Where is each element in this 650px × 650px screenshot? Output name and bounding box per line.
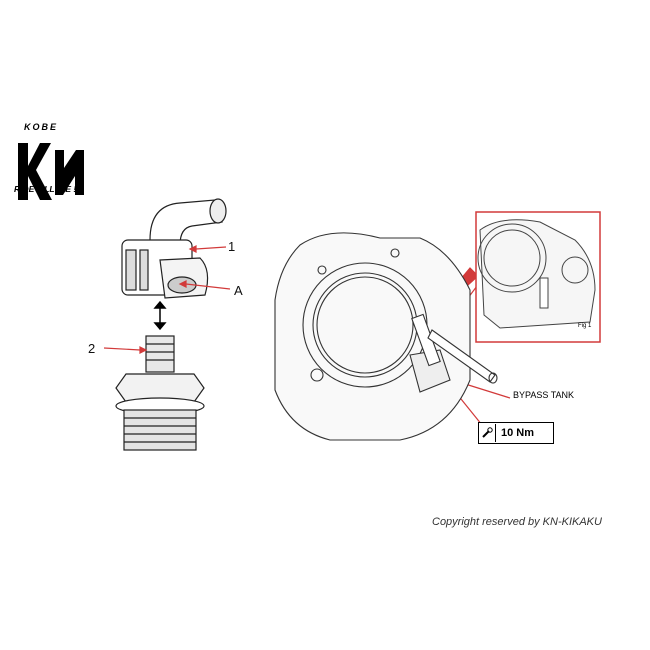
logo-tagline: RIDE TILL DIE !! <box>14 184 80 194</box>
wrench-icon <box>479 424 496 442</box>
kn-logo: KOBE RIDE TILL DIE !! <box>14 122 86 202</box>
logo-top-text: KOBE <box>24 122 59 132</box>
part-label-a: A <box>234 283 243 298</box>
connect-arrow <box>153 300 167 331</box>
part-label-2: 2 <box>88 341 96 356</box>
torque-value: 10 Nm <box>501 427 535 439</box>
part-label-1: 1 <box>228 239 236 254</box>
inset-caption: Fig 1 <box>578 323 592 329</box>
inset-detail-figure <box>475 211 601 343</box>
engine-cover-drawing <box>274 232 498 441</box>
copyright-text: Copyright reserved by KN-KIKAKU <box>432 516 602 528</box>
fitting-part <box>115 335 205 451</box>
torque-spec-box: 10 Nm <box>478 422 554 444</box>
bypass-tank-label: BYPASS TANK <box>513 390 575 400</box>
kn-logo-mark <box>18 143 84 200</box>
